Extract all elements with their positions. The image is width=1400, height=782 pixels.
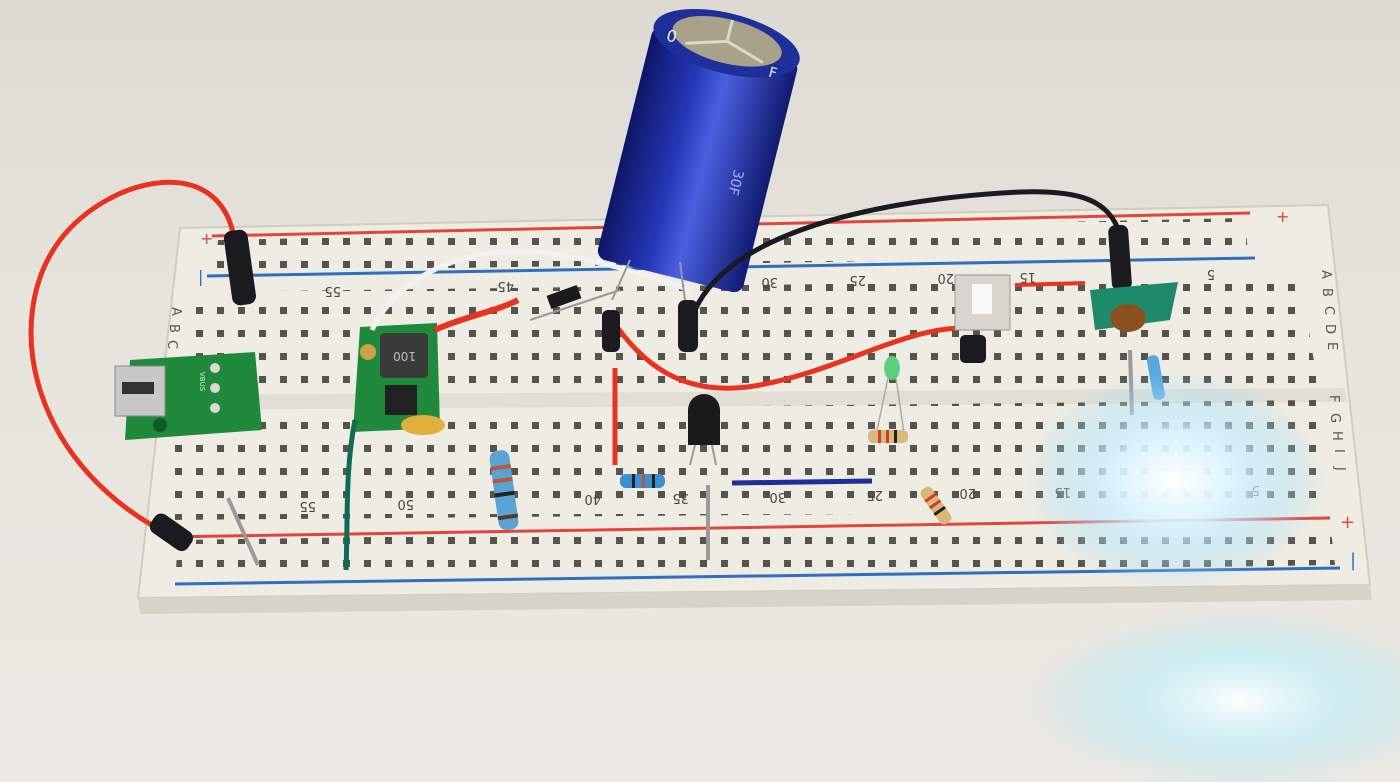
blue-led-glow	[1025, 370, 1325, 590]
svg-text:D: D	[1322, 324, 1337, 334]
resistor-beige-horizontal	[868, 430, 908, 443]
svg-text:30: 30	[761, 274, 778, 289]
green-wire	[343, 419, 358, 571]
cap-label-30f: 30F	[724, 168, 746, 197]
svg-text:55: 55	[299, 498, 316, 513]
svg-text:40: 40	[584, 491, 601, 506]
diode	[529, 284, 621, 321]
red-wire-short-right	[1014, 281, 1086, 287]
black-wire	[685, 189, 1123, 336]
row-letters: A B C A B C D E F G H I J	[164, 270, 1347, 471]
svg-text:35: 35	[672, 490, 689, 505]
usb-breakout-board: VBUS	[114, 352, 262, 440]
floor-light-reflection	[1030, 610, 1400, 782]
red-wire-module	[433, 297, 520, 333]
svg-text:C: C	[164, 340, 179, 349]
slide-switch	[954, 274, 1011, 363]
svg-text:50: 50	[397, 496, 414, 511]
svg-text:20: 20	[937, 270, 954, 285]
svg-text:15: 15	[1019, 269, 1036, 284]
bottom-plus-label: +	[1340, 512, 1355, 533]
red-jumper-wire-left	[28, 179, 238, 543]
bottom-minus-label: |	[1350, 550, 1356, 571]
black-wire-connector	[678, 300, 698, 352]
svg-text:J: J	[1332, 466, 1347, 471]
svg-text:B: B	[166, 324, 181, 333]
red-wire-long	[609, 318, 961, 391]
svg-text:A: A	[1318, 270, 1333, 279]
svg-text:25: 25	[849, 272, 866, 287]
svg-text:C: C	[1321, 306, 1336, 315]
red-wire-connector	[602, 310, 620, 352]
svg-text:F: F	[1326, 395, 1341, 402]
svg-text:A: A	[168, 307, 183, 316]
inductor-coil-module	[1090, 282, 1178, 332]
green-led	[874, 356, 906, 441]
usb-label: VBUS	[198, 372, 206, 392]
white-wire	[369, 248, 691, 332]
cap-label-f: F	[767, 65, 779, 82]
svg-text:45: 45	[497, 278, 514, 293]
resistor-vertical-left	[489, 450, 519, 531]
svg-text:B: B	[1319, 288, 1334, 297]
svg-text:E: E	[1324, 342, 1339, 350]
dc-dc-converter-module: 100	[353, 323, 445, 435]
svg-text:55: 55	[324, 283, 341, 298]
svg-text:25: 25	[866, 487, 883, 502]
svg-text:5: 5	[1207, 266, 1215, 281]
transistor	[688, 394, 720, 466]
svg-text:G: G	[1327, 413, 1342, 423]
top-minus-label: |	[198, 267, 203, 286]
supercapacitor: 0 F 30F	[597, 8, 800, 293]
jumper-connector-bottom	[149, 513, 194, 552]
blue-jumper	[731, 478, 873, 486]
resistor-beige-diagonal	[920, 486, 952, 525]
right-top-plus-label: +	[1276, 207, 1289, 226]
svg-text:I: I	[1331, 449, 1346, 453]
cap-label-0: 0	[665, 26, 679, 47]
jumper-connector-top	[223, 229, 256, 306]
top-plus-label: +	[200, 229, 213, 248]
svg-text:30: 30	[769, 489, 786, 504]
black-wire-connector-right	[1108, 224, 1132, 291]
inductor-marking: 100	[393, 349, 416, 363]
svg-text:20: 20	[959, 485, 976, 500]
svg-text:H: H	[1329, 431, 1344, 441]
resistor-horizontal-blue	[620, 474, 665, 488]
silver-jumper-2	[226, 497, 260, 566]
